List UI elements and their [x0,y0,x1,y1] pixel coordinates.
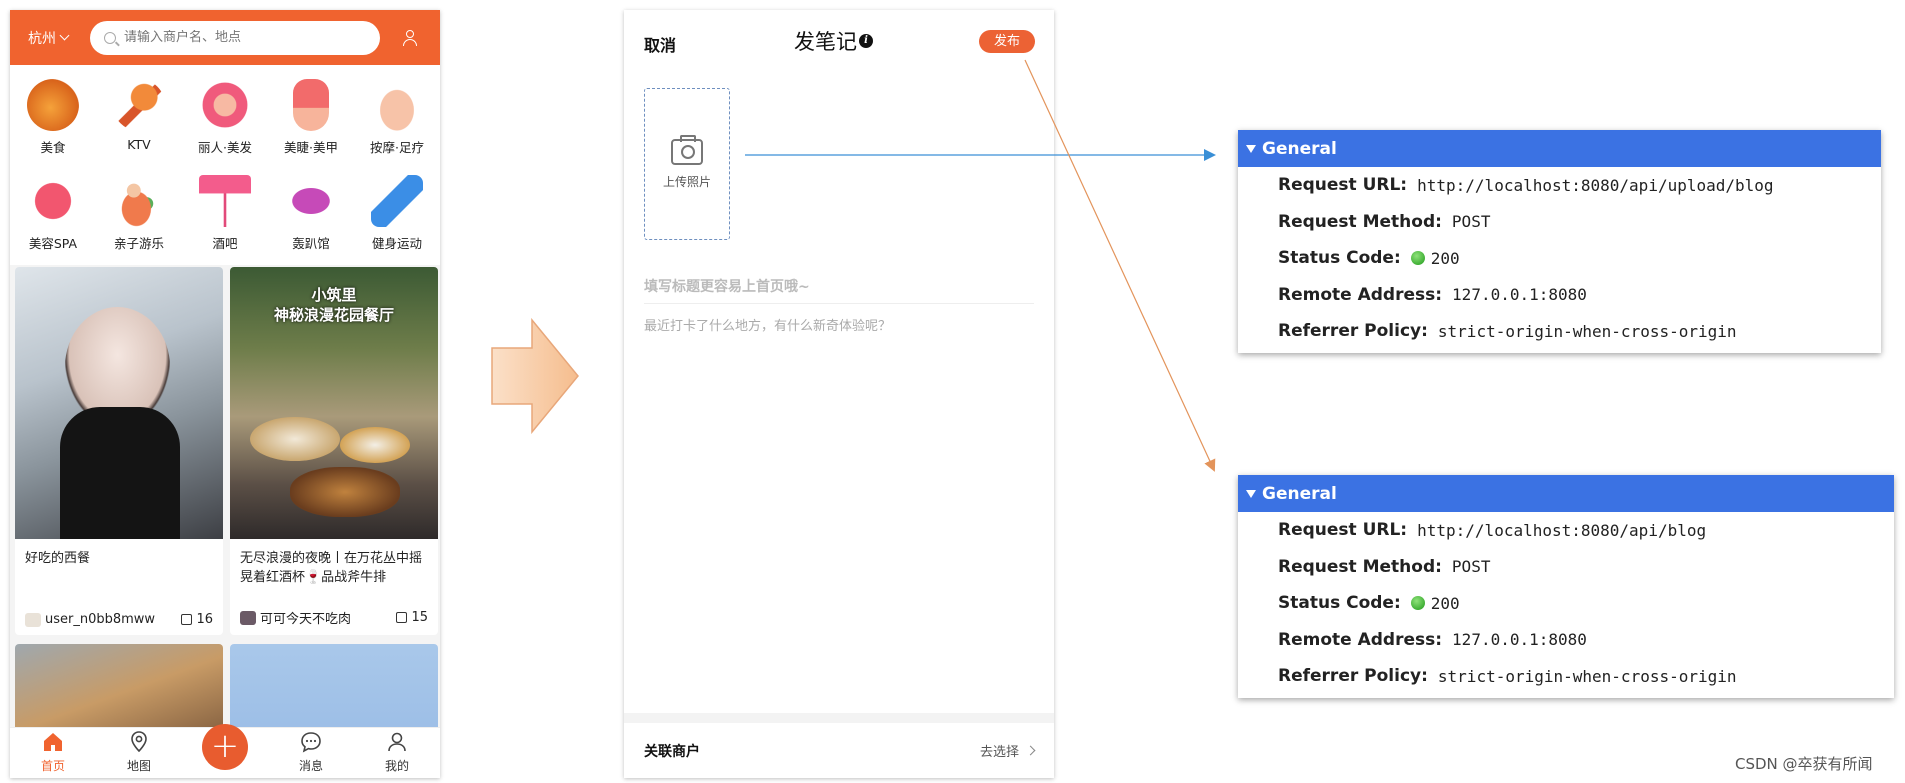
foot-massage-icon [371,79,423,131]
microphone-icon [113,79,165,131]
tab-create-blog[interactable]: + [182,724,268,778]
upload-photo-button[interactable]: 上传照片 [644,88,730,240]
message-icon [301,732,321,753]
blog-card[interactable]: 好吃的西餐 user_n0bb8mww 16 [15,267,223,635]
network-general-panel-upload: General Request URL:http://localhost:808… [1238,130,1881,353]
status-ok-icon [1410,251,1425,266]
category-grid: 美食 KTV 丽人·美发 美睫·美甲 按摩·足疗 美容SPA [10,65,440,265]
blog-cover-image: 小筑里 神秘浪漫花园餐厅 [230,267,438,539]
blog-card[interactable]: 小筑里 神秘浪漫花园餐厅 无尽浪漫的夜晚丨在万花丛中摇晃着红酒杯🍷品战斧牛排 可… [230,267,438,635]
like-count: 16 [196,612,213,627]
watermark: CSDN @卒获有所闻 [1735,755,1873,773]
like-button[interactable]: 16 [181,612,213,627]
blog-author: 可可今天不吃肉 [260,612,352,627]
search-box[interactable] [90,20,380,55]
hair-salon-icon [199,79,251,131]
city-selector[interactable]: 杭州 [10,28,90,48]
tab-home[interactable]: 首页 [10,730,96,778]
user-icon[interactable] [400,28,420,48]
blog-meta: 可可今天不吃肉 15 [240,608,428,627]
page-title: 发笔记 i [794,26,873,56]
tab-messages[interactable]: 消息 [268,730,354,778]
camera-icon [671,134,703,165]
category-nail[interactable]: 美睫·美甲 [268,71,354,167]
publish-request-arrow [1024,59,1216,472]
general-section-header[interactable]: General [1238,130,1881,167]
blog-content-input[interactable] [644,315,1034,695]
remote-address-row: Remote Address:127.0.0.1:8080 [1278,629,1587,650]
info-icon[interactable]: i [859,34,873,48]
referrer-policy-row: Referrer Policy:strict-origin-when-cross… [1278,321,1737,342]
like-button[interactable]: 15 [396,610,428,625]
search-icon [104,31,116,44]
create-blog-screen: 取消 发笔记 i 发布 上传照片 关联商户 去选择 [624,10,1054,778]
choose-shop-link[interactable]: 去选择 [980,741,1036,760]
home-screen: 杭州 美食 KTV 丽人·美发 [10,10,440,778]
dumbbell-icon [371,175,423,227]
face-mask-icon [27,175,79,227]
category-massage[interactable]: 按摩·足疗 [354,71,440,167]
home-icon [44,733,62,751]
cover-overlay-text: 小筑里 神秘浪漫花园餐厅 [273,286,394,324]
thumbs-up-icon [181,614,193,625]
status-code-row: Status Code:200 [1278,593,1460,614]
request-url-row: Request URL:http://localhost:8080/api/up… [1278,175,1774,196]
status-ok-icon [1410,596,1425,611]
search-input[interactable] [124,30,344,45]
cancel-button[interactable]: 取消 [644,36,677,55]
general-section-header[interactable]: General [1238,475,1894,512]
category-family[interactable]: 亲子游乐 [96,167,182,263]
blog-cover-image [15,267,223,539]
triangle-down-icon [1246,489,1256,498]
tab-map[interactable]: 地图 [96,730,182,778]
network-general-panel-blog: General Request URL:http://localhost:808… [1238,475,1894,698]
map-pin-icon [131,731,147,753]
profile-icon [388,732,406,752]
plus-icon[interactable]: + [202,724,248,770]
category-spa[interactable]: 美容SPA [10,167,96,263]
bottom-tab-bar: 首页 地图 + 消息 我的 [10,724,440,778]
party-mask-icon [285,183,337,219]
parent-child-icon [113,175,165,227]
status-code-row: Status Code:200 [1278,248,1460,269]
blog-title-input[interactable] [644,270,1034,304]
triangle-down-icon [1246,144,1256,153]
category-fitness[interactable]: 健身运动 [354,167,440,263]
category-bar[interactable]: 酒吧 [182,167,268,263]
tab-profile[interactable]: 我的 [354,730,440,778]
upload-label: 上传照片 [662,174,711,189]
related-shop-row[interactable]: 关联商户 去选择 [624,723,1054,778]
remote-address-row: Remote Address:127.0.0.1:8080 [1278,284,1587,305]
publish-button[interactable]: 发布 [979,30,1035,53]
blog-title: 无尽浪漫的夜晚丨在万花丛中摇晃着红酒杯🍷品战斧牛排 [240,551,423,585]
home-header: 杭州 [10,10,440,65]
blog-author: user_n0bb8mww [45,612,156,627]
cocktail-icon [199,175,251,227]
thumbs-up-icon [396,612,408,623]
request-url-row: Request URL:http://localhost:8080/api/bl… [1278,520,1707,541]
like-count: 15 [411,610,428,625]
category-ktv[interactable]: KTV [96,71,182,167]
category-beauty-hair[interactable]: 丽人·美发 [182,71,268,167]
request-method-row: Request Method:POST [1278,556,1491,577]
category-food[interactable]: 美食 [10,71,96,167]
avatar [25,612,41,627]
flow-arrow-icon [491,318,579,434]
avatar [240,610,256,625]
nail-icon [293,79,329,131]
referrer-policy-row: Referrer Policy:strict-origin-when-cross… [1278,666,1737,687]
city-label: 杭州 [28,30,56,47]
request-method-row: Request Method:POST [1278,211,1491,232]
related-shop-label: 关联商户 [644,743,700,760]
section-divider [624,713,1054,723]
blog-title: 好吃的西餐 [25,551,91,566]
category-party[interactable]: 轰趴馆 [268,167,354,263]
blog-meta: user_n0bb8mww 16 [25,612,213,627]
roast-chicken-icon [27,79,79,131]
